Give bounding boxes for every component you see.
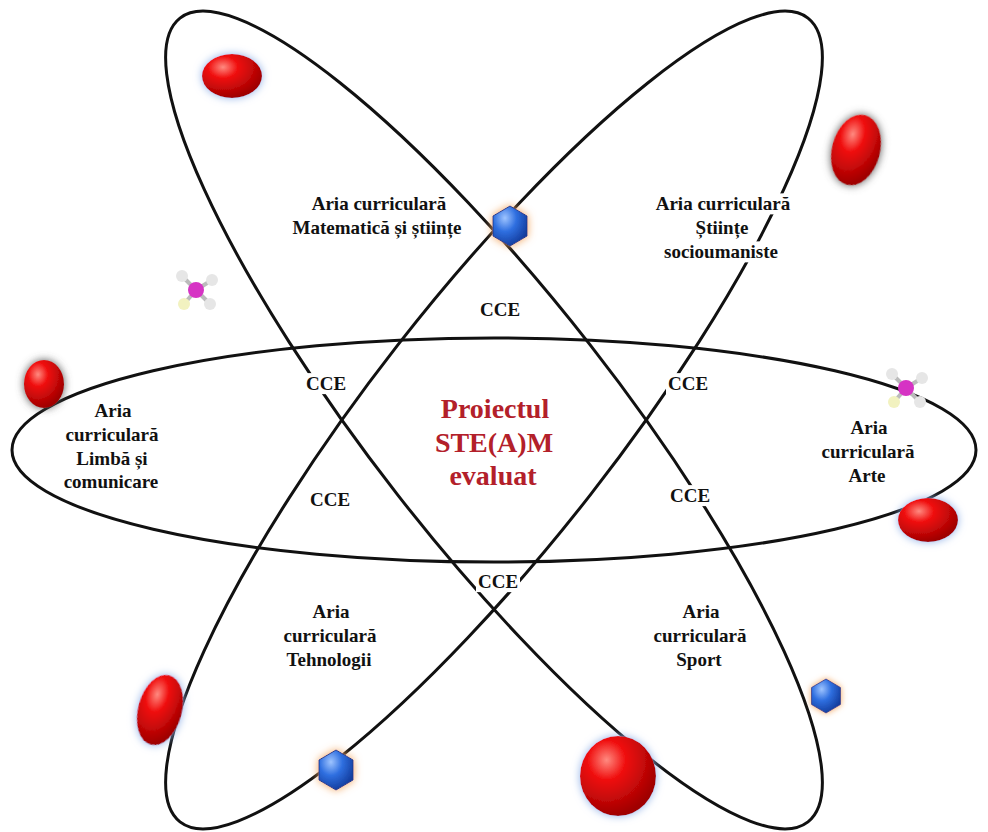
competence-label: CCE [465,298,535,322]
area-label: Aria curriculară Limbă și comunicare [56,399,168,494]
label-text: CCE [478,299,522,320]
label-text: Aria curriculară Sport [654,601,747,670]
electron [24,54,958,816]
label-text: CCE [668,485,712,506]
label-text: CCE [304,373,348,394]
area-label: Aria curriculară Științe socioumaniste [640,192,805,263]
competence-label: CCE [653,372,723,396]
label-text: Aria curriculară Arte [822,417,915,486]
molecule [176,270,928,408]
label-text: CCE [308,489,352,510]
area-label: Aria curriculară Tehnologii [274,600,386,671]
area-label: Aria curriculară Sport [644,600,756,671]
label-text: Aria curriculară Matematică și științe [293,193,464,238]
competence-label: CCE [463,570,533,594]
label-text: Aria curriculară Limbă și comunicare [64,400,161,492]
label-text: Aria curriculară Științe socioumaniste [654,193,791,262]
area-label: Aria curriculară Matematică și științe [276,192,481,240]
center-title: Proiectul STE(A)M evaluat [419,392,569,493]
label-text: Proiectul STE(A)M evaluat [435,393,553,491]
area-label: Aria curriculară Arte [812,416,924,487]
label-text: CCE [476,571,520,592]
orbit [12,0,976,832]
competence-label: CCE [291,372,361,396]
competence-label: CCE [655,484,725,508]
label-text: CCE [666,373,710,394]
competence-label: CCE [295,488,365,512]
nucleon [319,206,840,790]
label-text: Aria curriculară Tehnologii [284,601,377,670]
